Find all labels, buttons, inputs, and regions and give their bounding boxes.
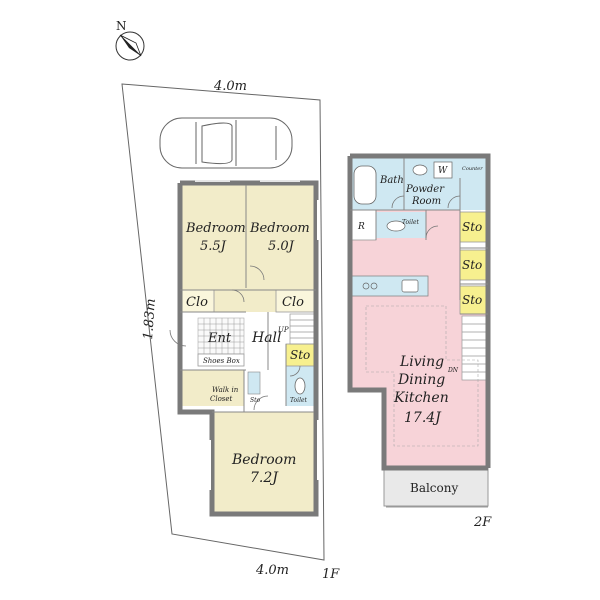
storage-2f-2-label: Sto [462, 258, 482, 272]
entrance-tiles [197, 317, 245, 355]
dimension-top: 4.0m [213, 79, 247, 94]
walls-2f-inner [350, 158, 488, 315]
hall-label: Hall [251, 330, 282, 346]
ceiling-outline [365, 305, 479, 447]
storage-2f-3-label: Sto [462, 293, 482, 307]
first-floor: Bedroom 5.5J Bedroom 5.0J Clo Clo Ent Ha… [169, 180, 340, 582]
counter-label: Counter [462, 166, 483, 172]
kitchen-sink-icon [401, 279, 419, 293]
door-arc-bedroom-a [231, 289, 245, 303]
door-arc-powder [447, 195, 461, 209]
closet-a-label: Clo [186, 295, 208, 310]
bathtub-icon [353, 165, 377, 205]
door-arc-bedroom-c [253, 395, 269, 411]
ldk-label-2: Dining [397, 372, 445, 388]
bedroom-7-2-name: Bedroom [231, 452, 296, 468]
ldk-label-1: Living [399, 354, 444, 370]
floor-label-2f: 2F [473, 515, 492, 530]
stairs-1f [289, 313, 315, 345]
floor-label-1f: 1F [322, 567, 340, 582]
stairs-2f [461, 315, 487, 381]
sink-1f [247, 371, 261, 395]
ldk-label-3: Kitchen [393, 390, 449, 406]
door-arc-toilet [289, 365, 301, 377]
bedroom-5-5-size: 5.5J [200, 239, 227, 254]
car-outline-icon [159, 117, 293, 169]
toilet-fixture-icon [294, 377, 306, 395]
storage-1f-label: Sto [290, 348, 310, 362]
dimension-side: 1.83m [141, 298, 159, 340]
compass-north-label: N [116, 19, 127, 33]
storage-2f-1-label: Sto [462, 220, 482, 234]
small-storage-label: Sto [250, 397, 261, 404]
bedroom-5-0-size: 5.0J [268, 239, 295, 254]
shoes-box-outline [197, 353, 245, 367]
compass-needle-half-icon [119, 34, 142, 57]
door-arc-entrance [169, 329, 187, 347]
walk-in-closet-label-1: Walk in [212, 386, 239, 394]
walk-in-closet-fill [180, 370, 244, 406]
toilet-1f-label: Toilet [290, 397, 308, 404]
closet-b-label: Clo [282, 295, 304, 310]
dimension-bottom: 4.0m [255, 563, 289, 578]
stairs-up-label: UP [278, 326, 289, 334]
compass: N [115, 19, 145, 61]
refrigerator-space [349, 209, 377, 241]
balcony-label: Balcony [410, 481, 458, 495]
washer-icon [433, 161, 453, 179]
bedroom-7-2-size: 7.2J [250, 470, 279, 486]
balcony-fill [383, 465, 489, 507]
stove-burner-icon [362, 282, 370, 290]
washer-label: W [438, 166, 448, 176]
bedroom-7-2-fill [212, 412, 314, 514]
site-boundary [121, 83, 325, 561]
second-floor: Bath W Counter Powder Room Toilet R Sto … [347, 153, 492, 530]
toilet-2f-fixture-icon [386, 220, 406, 232]
stairs-down-label: DN [447, 367, 459, 374]
walk-in-closet-label-2: Closet [210, 395, 233, 403]
powder-room-label-1: Powder [405, 184, 445, 195]
walls-2f-outer [347, 153, 491, 471]
storage-2f-3-fill [459, 285, 487, 315]
walls-1f-inner [180, 185, 316, 413]
ldk-size-label: 17.4J [404, 410, 442, 426]
bath-label: Bath [379, 175, 404, 186]
toilet-2f-label: Toilet [402, 219, 420, 226]
door-arc-toilet-2f [425, 225, 439, 239]
powder-room-label-2: Room [411, 196, 441, 207]
shoes-box-label: Shoes Box [203, 357, 240, 365]
door-arc-bath [391, 195, 405, 209]
walls-1f-outer [177, 180, 319, 517]
door-arc-bedroom-b [249, 265, 265, 281]
storage-2f-2-fill [459, 249, 487, 281]
bedroom-5-0-name: Bedroom [249, 221, 310, 236]
entrance-label: Ent [207, 331, 232, 346]
stove-burner-icon [370, 282, 378, 290]
powder-sink-icon [412, 164, 428, 176]
refrigerator-label: R [357, 222, 365, 232]
bedroom-5-5-name: Bedroom [185, 221, 246, 236]
